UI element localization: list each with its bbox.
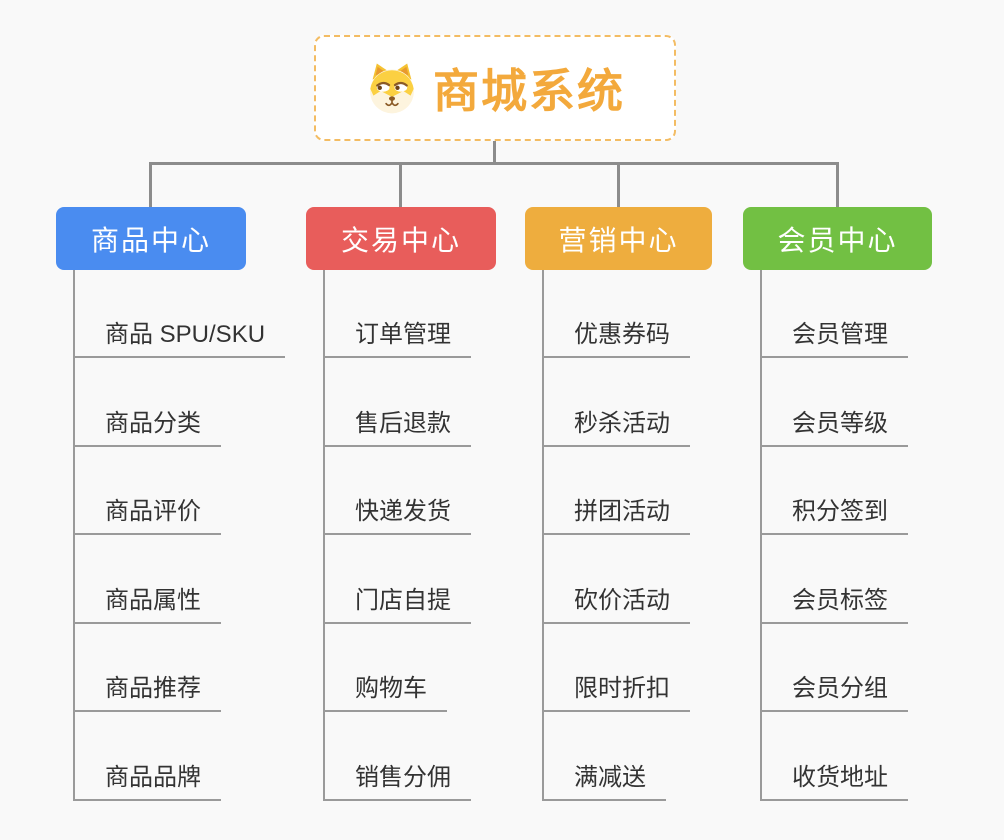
leaf-item[interactable]: 秒杀活动 [542,411,690,447]
leaf-item[interactable]: 优惠券码 [542,322,690,358]
leaf-item[interactable]: 商品推荐 [73,676,221,712]
leaf-item[interactable]: 商品分类 [73,411,221,447]
branch-label: 商品中心 [90,224,211,256]
connector-root-stem [493,141,496,163]
branch-trunk-3 [542,270,544,801]
leaf-item[interactable]: 会员等级 [760,411,908,447]
leaf-item[interactable]: 门店自提 [323,588,471,624]
leaf-item[interactable]: 商品 SPU/SKU [73,322,286,358]
leaf-item[interactable]: 购物车 [323,676,447,712]
branch-trunk-1 [73,270,75,801]
leaf-item[interactable]: 会员管理 [760,322,908,358]
branch-node-members[interactable]: 会员中心 [743,207,932,270]
connector-drop-3 [617,162,620,208]
leaf-item[interactable]: 售后退款 [323,411,471,447]
root-node[interactable]: 商城系统 [314,35,676,141]
leaf-item[interactable]: 销售分佣 [323,765,471,801]
leaf-item[interactable]: 快递发货 [323,499,471,535]
leaf-item[interactable]: 限时折扣 [542,676,690,712]
leaf-item[interactable]: 拼团活动 [542,499,690,535]
leaf-item[interactable]: 砍价活动 [542,588,690,624]
connector-drop-4 [836,162,839,208]
leaf-item[interactable]: 商品评价 [73,499,221,535]
connector-drop-2 [399,162,402,208]
leaf-item[interactable]: 会员分组 [760,676,908,712]
leaf-item[interactable]: 积分签到 [760,499,908,535]
leaf-item[interactable]: 收货地址 [760,765,908,801]
dog-face-icon [370,63,414,114]
branch-label: 营销中心 [558,224,679,256]
leaf-item[interactable]: 会员标签 [760,588,908,624]
leaf-item[interactable]: 商品属性 [73,588,221,624]
branch-label: 交易中心 [340,224,461,256]
branch-trunk-4 [760,270,762,801]
branch-trunk-2 [323,270,325,801]
branch-node-products[interactable]: 商品中心 [56,207,246,270]
branch-node-marketing[interactable]: 营销中心 [525,207,712,270]
branch-label: 会员中心 [777,224,898,256]
connector-drop-1 [149,162,152,208]
leaf-item[interactable]: 商品品牌 [73,765,221,801]
root-title: 商城系统 [433,65,625,117]
branch-node-trade[interactable]: 交易中心 [306,207,496,270]
leaf-item[interactable]: 订单管理 [323,322,471,358]
leaf-item[interactable]: 满减送 [542,765,666,801]
connector-bus [149,162,839,165]
